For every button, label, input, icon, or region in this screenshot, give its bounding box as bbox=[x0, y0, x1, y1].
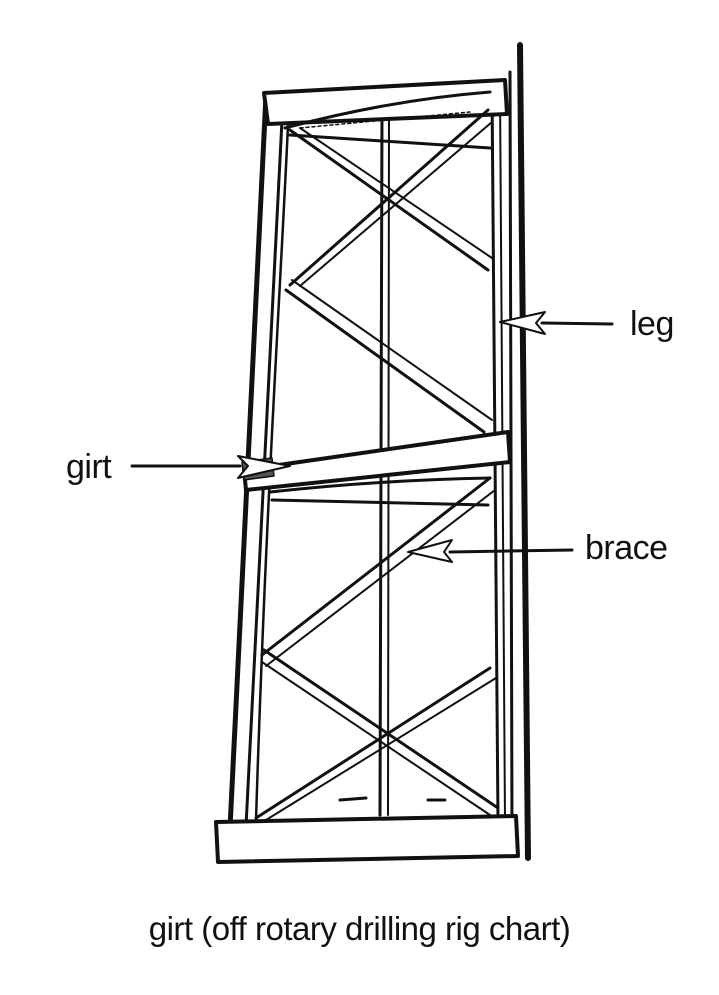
girt-pointer-arrow bbox=[130, 455, 291, 479]
brace-label: brace bbox=[585, 529, 668, 567]
upper-x-brace bbox=[288, 108, 493, 287]
top-girt bbox=[262, 78, 509, 150]
figure-caption: girt (off rotary drilling rig chart) bbox=[148, 910, 571, 947]
bottom-marks bbox=[338, 796, 447, 802]
upper-lower-brace bbox=[284, 279, 493, 434]
lower-upper-brace bbox=[260, 476, 496, 667]
outer-right-leg bbox=[508, 42, 531, 861]
leg-pointer-arrow bbox=[499, 311, 614, 335]
brace-pointer-arrow bbox=[407, 539, 574, 563]
girt-label: girt bbox=[66, 448, 112, 486]
lower-x-brace bbox=[254, 648, 500, 821]
leg-label: leg bbox=[630, 305, 674, 343]
bottom-girt bbox=[214, 814, 520, 864]
